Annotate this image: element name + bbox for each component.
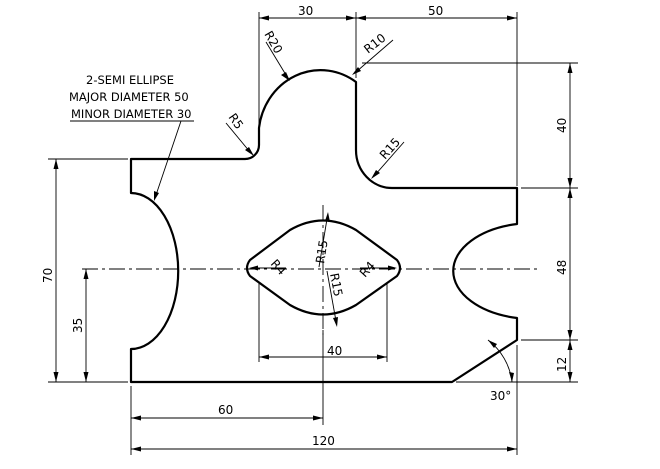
dim-label-70-left: 70	[41, 268, 55, 283]
dim-top-30	[259, 15, 356, 21]
dim-bottom-120	[131, 446, 517, 452]
dim-label-120-bottom: 120	[312, 434, 335, 448]
dim-label-60-bottom: 60	[218, 403, 233, 417]
dim-bottom-60	[131, 415, 323, 421]
dim-left-35	[83, 269, 89, 382]
dim-right-12	[567, 340, 573, 382]
dim-label-48-right: 48	[555, 260, 569, 275]
dim-label-40-right: 40	[555, 118, 569, 133]
dim-label-35-left: 35	[71, 318, 85, 333]
dim-label-angle-30: 30°	[490, 389, 511, 403]
radius-label-r10: R10	[361, 31, 388, 57]
dim-left-70	[53, 159, 59, 382]
radius-label-r4-left: R4	[268, 257, 289, 278]
dim-top-50	[356, 15, 517, 21]
note-line-3: MINOR DIAMETER 30	[71, 107, 192, 121]
note-leader	[70, 120, 194, 201]
dim-right-40	[567, 63, 573, 188]
note-line-1: 2-SEMI ELLIPSE	[86, 73, 174, 87]
radius-label-r15-outer: R15	[377, 135, 403, 162]
dim-label-12-right: 12	[555, 357, 569, 372]
radius-leaders	[225, 39, 405, 327]
note-line-2: MAJOR DIAMETER 50	[69, 90, 189, 104]
dim-angle-30	[487, 339, 514, 383]
dim-right-48	[567, 188, 573, 340]
radius-label-r5: R5	[226, 111, 247, 132]
radius-label-r4-right: R4	[357, 259, 378, 280]
extension-lines	[48, 12, 578, 455]
radius-label-r20: R20	[261, 29, 285, 56]
dim-slot-40	[259, 354, 387, 360]
part-outline	[129, 69, 519, 384]
dim-label-40-slot: 40	[327, 344, 342, 358]
dim-label-50-top: 50	[428, 4, 443, 18]
radius-label-r15-slot-bottom: R15	[327, 272, 345, 298]
inner-slot	[245, 219, 402, 316]
radius-label-r15-slot-top: R15	[313, 239, 331, 265]
dim-label-30-top: 30	[298, 4, 313, 18]
